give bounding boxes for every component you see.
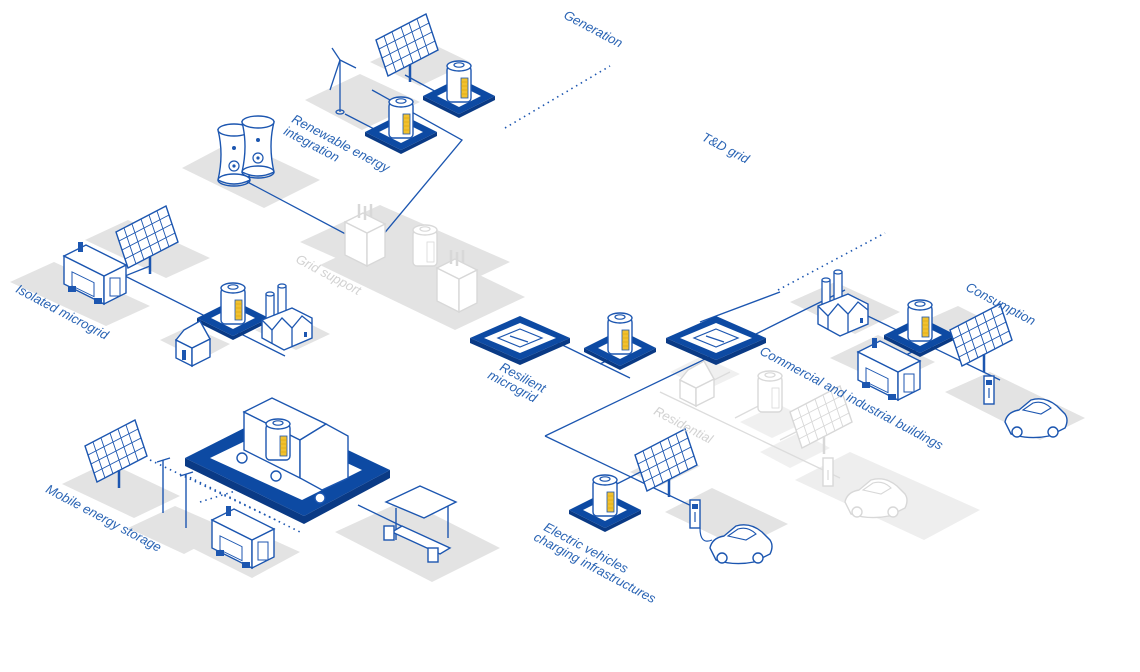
generation-zone bbox=[217, 12, 495, 187]
ev-charger-icon bbox=[822, 457, 834, 487]
battery-icon bbox=[265, 418, 291, 461]
solar-panel-icon bbox=[633, 427, 699, 499]
battery-icon bbox=[592, 474, 618, 517]
battery-icon bbox=[907, 299, 933, 342]
ev-charger-icon bbox=[689, 499, 701, 529]
factory-icon bbox=[817, 269, 869, 337]
house-icon bbox=[175, 320, 211, 367]
ev-charging-zone bbox=[569, 427, 773, 565]
battery-icon bbox=[757, 370, 783, 413]
battery-icon bbox=[388, 96, 414, 139]
ev-charger-icon bbox=[983, 375, 995, 405]
market-stall-icon bbox=[383, 485, 458, 563]
utility-pole-icon bbox=[156, 457, 194, 528]
nuclear-cooling-tower-icon bbox=[241, 115, 275, 179]
wind-turbine-icon bbox=[329, 47, 357, 115]
battery-icon bbox=[220, 282, 246, 325]
battery-icon bbox=[607, 312, 633, 355]
isolated-microgrid-zone bbox=[63, 204, 313, 367]
switch-icon bbox=[469, 315, 571, 366]
factory-icon bbox=[261, 283, 313, 351]
switch-icon bbox=[665, 315, 767, 366]
battery-icon bbox=[446, 60, 472, 103]
battery-icon bbox=[412, 224, 438, 267]
mobile-energy-storage-zone bbox=[83, 397, 458, 569]
resilient-microgrid-zone bbox=[469, 312, 767, 370]
